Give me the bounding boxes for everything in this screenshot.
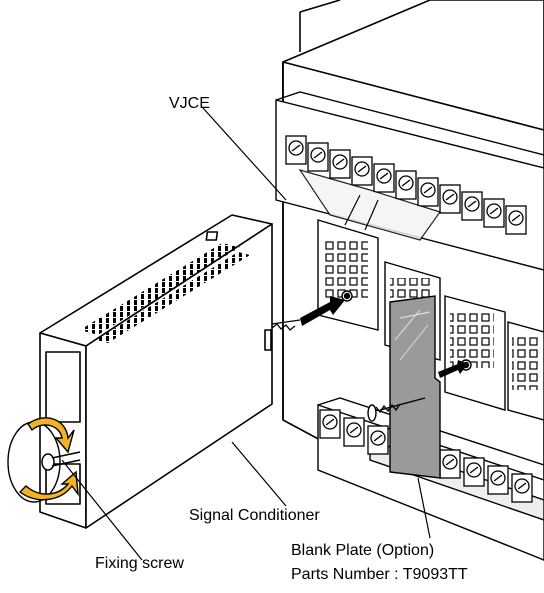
rotation-arrow-icon [18, 417, 79, 501]
blank-plate-screw [367, 397, 426, 422]
insertion-arrow-conditioner [300, 296, 345, 326]
terminal-screw-icon [505, 205, 527, 235]
module-slot-right [444, 295, 506, 411]
blank-plate [389, 295, 441, 479]
terminal-screw-icon [439, 184, 461, 214]
vent-slots [80, 243, 250, 343]
module-slot-left [317, 219, 379, 331]
terminal-screw-icon [367, 425, 389, 455]
leader-fixing-screw [61, 459, 143, 561]
leader-blank-plate [417, 477, 431, 539]
label-blank-plate: Blank Plate (Option) [291, 542, 435, 559]
label-signal-conditioner: Signal Conditioner [189, 507, 320, 524]
upper-screw-row [285, 135, 527, 235]
leader-signal-conditioner [231, 441, 287, 507]
terminal-screw-icon [329, 149, 351, 179]
connector-screw [271, 319, 301, 331]
terminal-screw-icon [285, 135, 307, 165]
terminal-screw-icon [395, 170, 417, 200]
label-parts-number: Parts Number : T9093TT [291, 566, 468, 583]
terminal-screw-icon [319, 409, 341, 439]
terminal-screw-icon [511, 473, 533, 503]
label-vjce: VJCE [169, 95, 210, 112]
terminal-screw-icon [343, 417, 365, 447]
terminal-screw-icon [373, 163, 395, 193]
label-fixing-screw: Fixing screw [95, 555, 184, 572]
terminal-screw-icon [351, 156, 373, 186]
terminal-screw-icon [307, 142, 329, 172]
leader-lines [61, 107, 431, 561]
leader-vjce [202, 107, 287, 201]
terminal-screw-icon [461, 191, 483, 221]
terminal-screw-icon [417, 177, 439, 207]
terminal-cover [298, 168, 441, 241]
terminal-screw-icon [483, 198, 505, 228]
insertion-arrow-plate [438, 360, 468, 378]
terminal-screw-icon [439, 449, 461, 479]
terminal-screw-icon [487, 465, 509, 495]
module-slot-far-right [507, 321, 544, 421]
terminal-screw-icon [463, 457, 485, 487]
